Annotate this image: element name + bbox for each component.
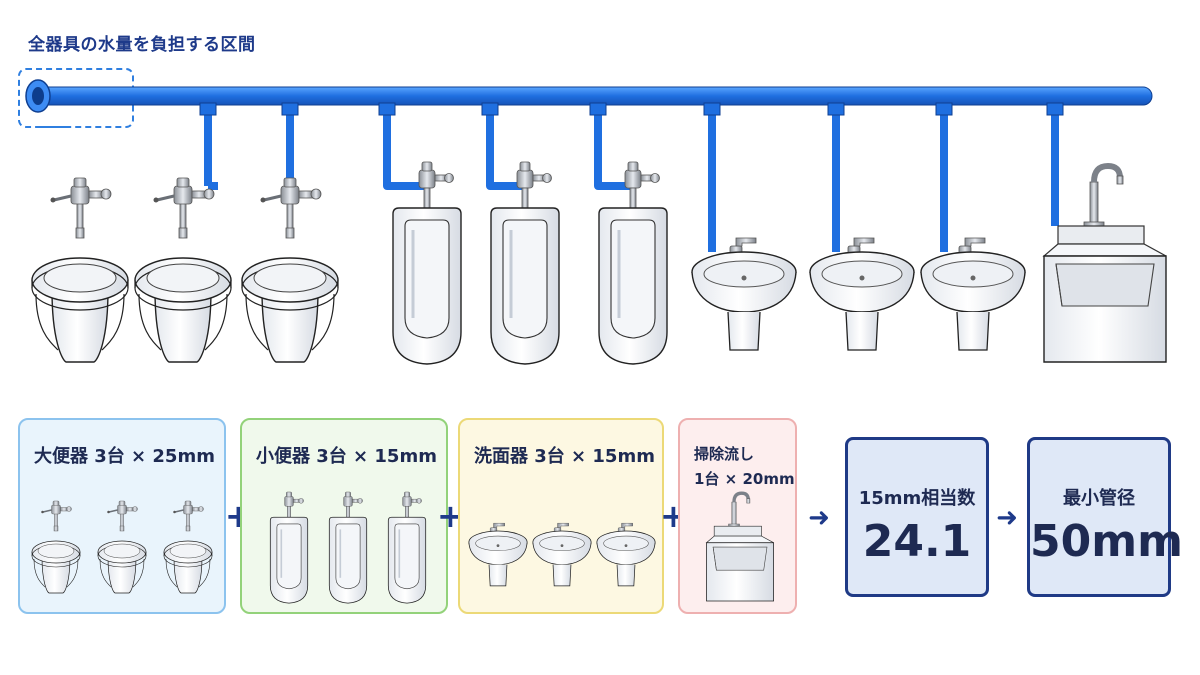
toilet-icon: [240, 176, 340, 364]
washbasin-icon: [596, 522, 656, 587]
washbasin-icon: [919, 236, 1027, 352]
group-card-urinals: 小便器 3台 × 15mm: [240, 418, 448, 614]
equivalent-label: 15mm相当数: [858, 488, 976, 509]
toilet-icon: [31, 500, 81, 594]
min-pipe-box: 最小管径 50mm: [1027, 437, 1183, 597]
min-pipe-value: 50mm: [1030, 516, 1183, 567]
group-card-toilets: 大便器 3台 × 25mm: [18, 418, 226, 614]
group-label-line2: 1台 × 20mm: [694, 470, 795, 488]
urinal-icon: [391, 160, 463, 366]
toilet-icon: [97, 500, 147, 594]
arrow-right-icon: ➜: [808, 503, 830, 533]
group-icons: [468, 522, 656, 587]
service-sink-icon: [1044, 166, 1166, 362]
group-label: 掃除流し 1台 × 20mm: [694, 442, 795, 492]
group-icons: [31, 500, 213, 594]
group-label-line1: 掃除流し: [694, 445, 755, 463]
group-icons: [704, 491, 776, 603]
group-label: 大便器 3台 × 25mm: [34, 446, 215, 467]
urinal-icon: [269, 491, 309, 604]
urinal-icon: [489, 160, 561, 366]
arrow-right-icon: ➜: [996, 503, 1018, 533]
service-sink-icon: [704, 491, 776, 603]
piping-diagram: [25, 79, 1200, 366]
toilet-icon: [30, 176, 130, 364]
toilet-icon: [133, 176, 233, 364]
group-label: 洗面器 3台 × 15mm: [474, 446, 655, 467]
washbasin-icon: [532, 522, 592, 587]
toilet-icon: [163, 500, 213, 594]
washbasin-icon: [808, 236, 916, 352]
group-icons: [269, 491, 427, 604]
urinal-icon: [387, 491, 427, 604]
group-label: 小便器 3台 × 15mm: [256, 446, 437, 467]
min-pipe-label: 最小管径: [1063, 488, 1135, 509]
page-title: 全器具の水量を負担する区間: [28, 35, 256, 55]
group-card-service-sink: 掃除流し 1台 × 20mm: [678, 418, 797, 614]
washbasin-icon: [690, 236, 798, 352]
washbasin-icon: [468, 522, 528, 587]
section-highlight-tick: [38, 126, 68, 128]
urinal-icon: [328, 491, 368, 604]
equivalent-value: 24.1: [862, 516, 972, 567]
group-card-washbasins: 洗面器 3台 × 15mm: [458, 418, 664, 614]
equivalent-count-box: 15mm相当数 24.1: [845, 437, 989, 597]
urinal-icon: [597, 160, 669, 366]
